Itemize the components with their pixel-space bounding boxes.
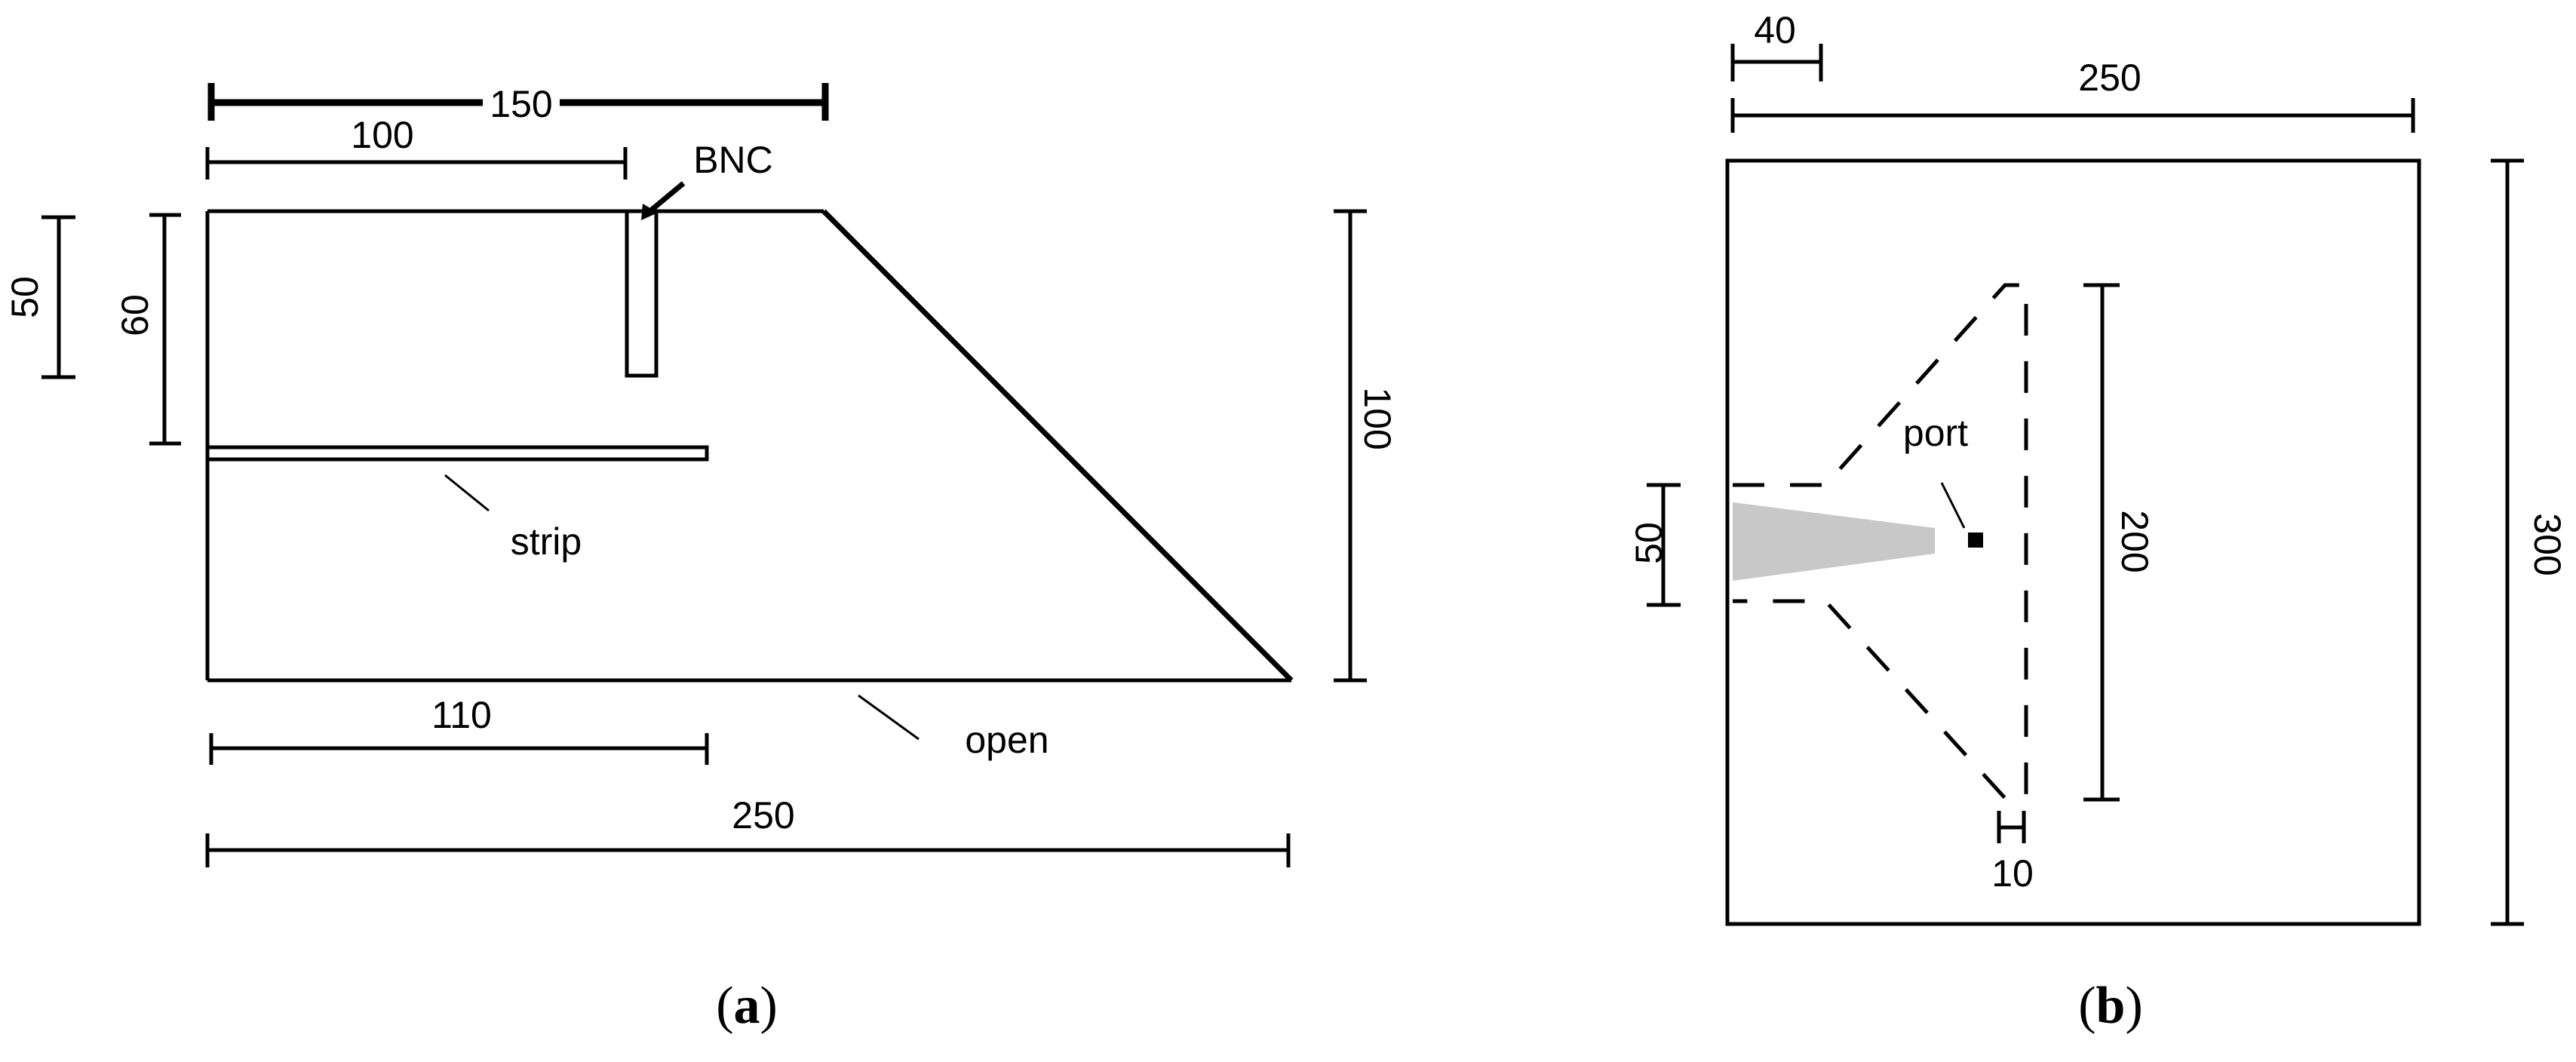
dim-10-label: 10 <box>1991 852 2034 895</box>
dim-300-label: 300 <box>2526 513 2568 576</box>
radiator-outline-dashed <box>1733 283 2028 800</box>
panel-a-outline <box>205 209 1294 683</box>
open-label: open <box>965 719 1049 761</box>
bnc-leader <box>645 181 686 216</box>
ground-plane <box>1725 158 2421 926</box>
dim-250-b-label: 250 <box>2078 57 2141 99</box>
port-leader <box>1940 482 1966 529</box>
caption-a: (a) <box>716 977 778 1035</box>
panel-a: 150 100 BNC 50 60 <box>4 83 1399 1035</box>
strip-label: strip <box>511 520 582 563</box>
dim-100-right: 100 <box>1334 209 1399 683</box>
dim-50-b: 50 <box>1628 483 1681 607</box>
port-label: port <box>1903 412 1968 454</box>
open-leader <box>858 694 920 741</box>
tapered-feed <box>1733 502 1935 581</box>
dim-250-b: 250 <box>1730 57 2415 133</box>
caption-b: (b) <box>2078 977 2143 1035</box>
dim-200-label: 200 <box>2114 510 2156 572</box>
dim-200: 200 <box>2083 283 2156 802</box>
bnc-label: BNC <box>693 139 773 181</box>
dim-60-label: 60 <box>114 294 156 336</box>
dim-10: 10 <box>1991 811 2034 895</box>
dim-100-right-label: 100 <box>1356 387 1399 450</box>
feed-strip <box>205 445 709 462</box>
strip-leader <box>444 474 490 512</box>
dim-50-b-label: 50 <box>1628 522 1670 564</box>
dim-110: 110 <box>209 694 709 765</box>
bnc-leader-arrowhead <box>641 204 658 220</box>
port-marker <box>1968 533 1983 548</box>
dim-300: 300 <box>2491 158 2568 926</box>
dim-40: 40 <box>1730 9 1823 81</box>
panel-b: 40 250 300 port 5 <box>1628 9 2568 1035</box>
radiator-dashed-path <box>1733 283 2028 800</box>
panel-a-slanted-edge <box>821 209 1294 683</box>
dim-150-label: 150 <box>490 83 552 125</box>
dim-250-a: 250 <box>205 794 1291 867</box>
dim-150: 150 <box>207 83 829 125</box>
dim-40-label: 40 <box>1754 9 1796 51</box>
dim-250-a-label: 250 <box>732 794 794 836</box>
dim-100-top-label: 100 <box>351 114 413 156</box>
dim-50-a: 50 <box>4 215 75 379</box>
dim-50-a-label: 50 <box>4 276 46 318</box>
dim-110-label: 110 <box>431 694 492 736</box>
bnc-slot <box>625 209 659 378</box>
dim-100-top: 100 <box>205 114 628 180</box>
dim-60: 60 <box>114 213 181 446</box>
